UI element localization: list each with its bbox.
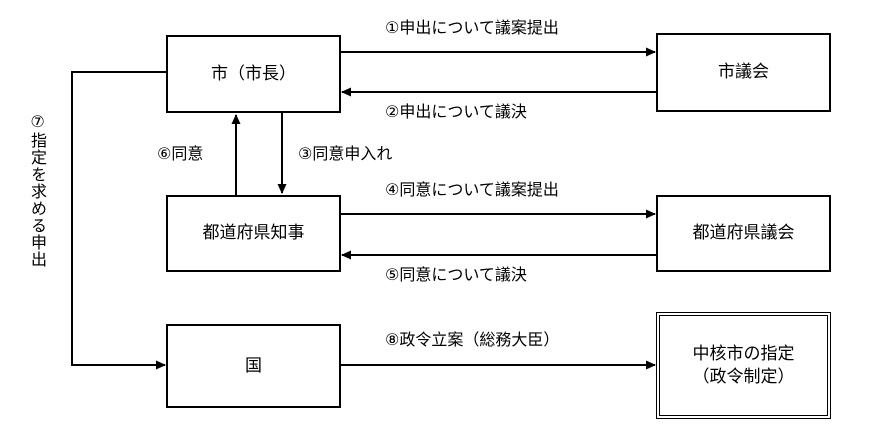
city-mayor-box: 市（市長）	[166, 35, 341, 113]
designation-line-2: （政令制定）	[692, 366, 795, 387]
city-council-box: 市議会	[656, 33, 831, 112]
core-city-designation-box: 中核市の指定 （政令制定）	[656, 312, 831, 419]
step7-label: ⑦指定を求める申出	[28, 112, 47, 268]
prefectural-assembly-box: 都道府県議会	[656, 195, 831, 272]
step8-label: ⑧政令立案（総務大臣）	[385, 330, 560, 349]
step5-label: ⑤同意について議決	[385, 265, 527, 284]
step2-label: ②申出について議決	[385, 102, 527, 121]
arrow-step7-request	[71, 71, 166, 370]
city-council-label: 市議会	[718, 62, 769, 83]
step1-label: ①申出について議案提出	[385, 18, 559, 37]
core-city-designation-text: 中核市の指定 （政令制定）	[693, 343, 795, 389]
prefectural-governor-label: 都道府県知事	[202, 223, 305, 244]
step6-label: ⑥同意	[157, 144, 204, 163]
step3-label: ③同意申入れ	[298, 144, 393, 163]
designation-line-1: 中核市の指定	[692, 343, 795, 364]
prefectural-assembly-label: 都道府県議会	[692, 223, 795, 244]
national-government-label: 国	[245, 355, 262, 376]
prefectural-governor-box: 都道府県知事	[166, 195, 341, 272]
step4-label: ④同意について議案提出	[385, 180, 559, 199]
city-mayor-label: 市（市長）	[211, 63, 296, 84]
national-government-box: 国	[166, 324, 341, 408]
